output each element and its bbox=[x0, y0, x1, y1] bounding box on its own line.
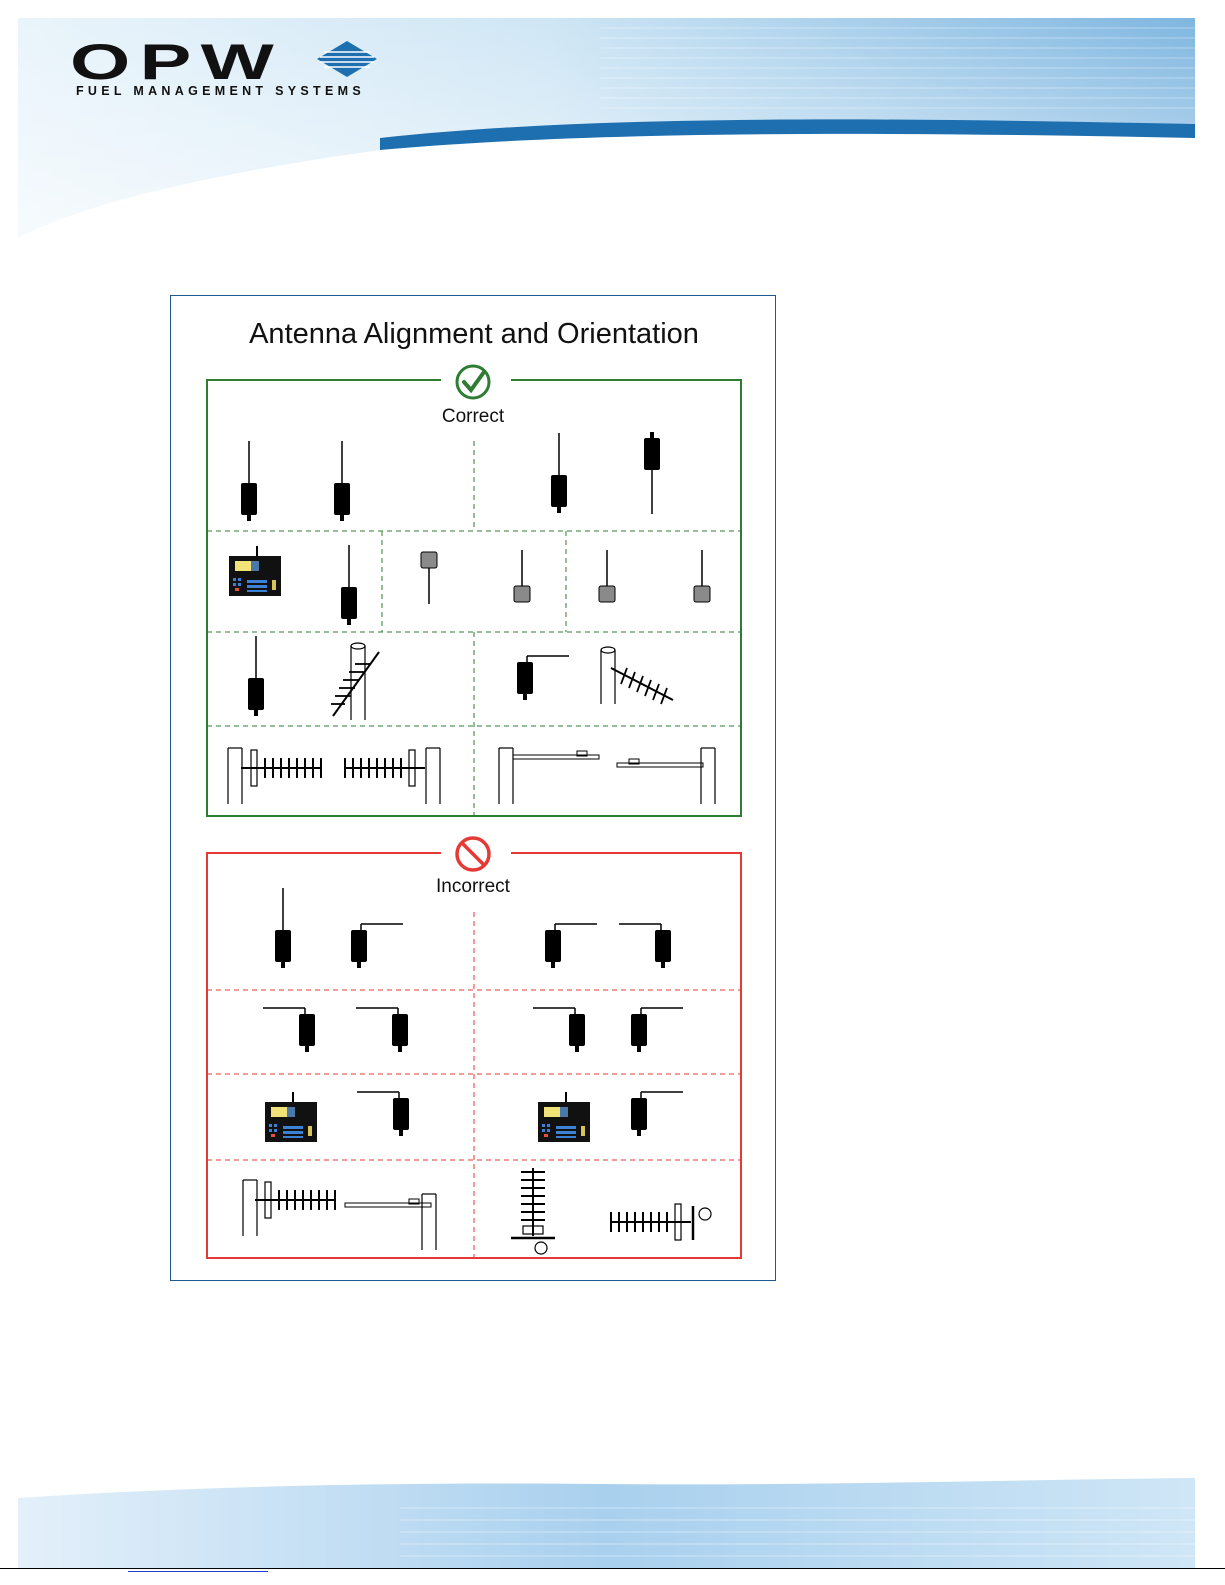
logo-diamond-icon bbox=[316, 40, 378, 78]
footer-band bbox=[0, 1478, 1225, 1570]
checkmark-icon bbox=[457, 366, 489, 398]
figure-artwork bbox=[171, 296, 777, 1282]
upright-yagi-with-clamp bbox=[511, 1168, 555, 1254]
horizontal-yagi-on-pole bbox=[601, 647, 673, 704]
correct-panel bbox=[207, 366, 741, 816]
footer-link-underline bbox=[128, 1571, 268, 1572]
correct-label: Correct bbox=[373, 406, 573, 428]
logo-tagline: FUEL MANAGEMENT SYSTEMS bbox=[76, 84, 365, 98]
opw-logo: OPW FUEL MANAGEMENT SYSTEMS bbox=[70, 38, 390, 108]
incorrect-label: Incorrect bbox=[373, 876, 573, 898]
vertical-yagi-on-pole bbox=[331, 643, 379, 720]
prohibited-icon bbox=[457, 838, 489, 870]
footer-rule bbox=[0, 1568, 1225, 1569]
incorrect-panel bbox=[207, 838, 741, 1258]
logo-wordmark: OPW bbox=[70, 32, 283, 92]
antenna-figure: Antenna Alignment and Orientation bbox=[170, 295, 776, 1281]
